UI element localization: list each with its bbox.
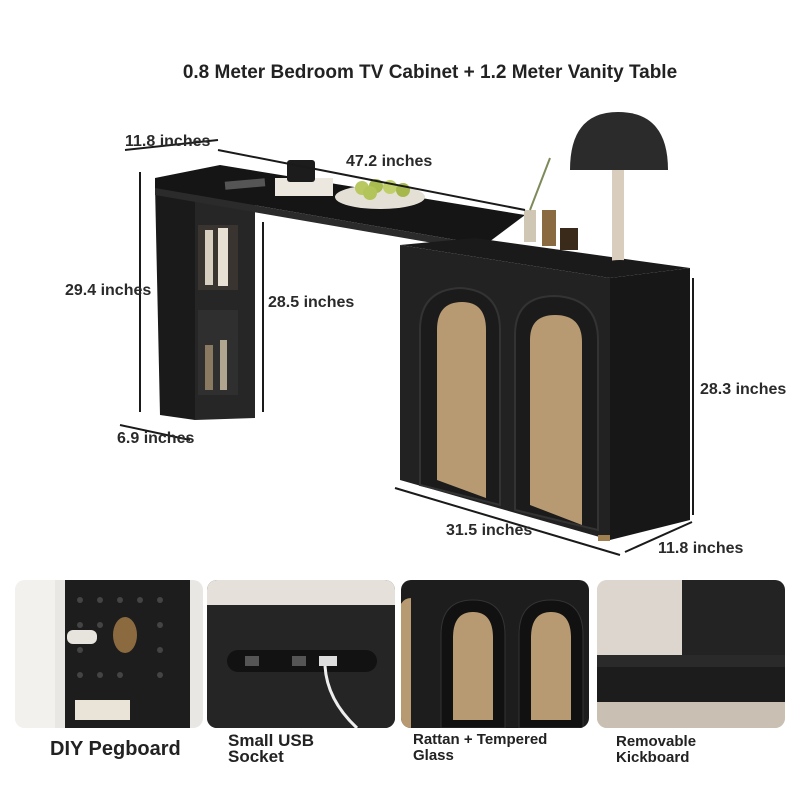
decor-items: [524, 157, 578, 250]
feature-label-kickboard: Removable Kickboard: [616, 733, 697, 766]
tv-cabinet: [400, 238, 690, 541]
dim-top-length: 47.2 inches: [346, 153, 433, 170]
dim-left-base-width: 6.9 inches: [117, 430, 195, 447]
dim-inner-height: 28.5 inches: [268, 294, 355, 311]
vanity-top: [155, 160, 525, 252]
feature-thumb-rattan: [401, 580, 589, 728]
feature-thumb-usb: [207, 580, 395, 728]
dim-top-depth: 11.8 inches: [125, 133, 211, 150]
dim-cabinet-height: 28.3 inches: [700, 381, 787, 398]
dim-left-height: 29.4 inches: [65, 282, 152, 299]
feature-label-usb: Small USB Socket: [228, 731, 314, 766]
page-title: 0.8 Meter Bedroom TV Cabinet + 1.2 Meter…: [182, 62, 678, 83]
feature-thumb-pegboard: [15, 580, 203, 728]
feature-label-rattan: Rattan + Tempered Glass: [413, 731, 548, 764]
left-shelf-unit: [155, 185, 255, 420]
dim-cabinet-width: 31.5 inches: [446, 522, 533, 539]
furniture-illustration: [119, 112, 694, 556]
feature-label-pegboard: DIY Pegboard: [50, 738, 181, 760]
lamp: [570, 112, 668, 272]
feature-thumb-kickboard: [597, 580, 785, 728]
dim-cabinet-depth: 11.8 inches: [658, 540, 744, 557]
dimension-lines: [119, 139, 694, 556]
